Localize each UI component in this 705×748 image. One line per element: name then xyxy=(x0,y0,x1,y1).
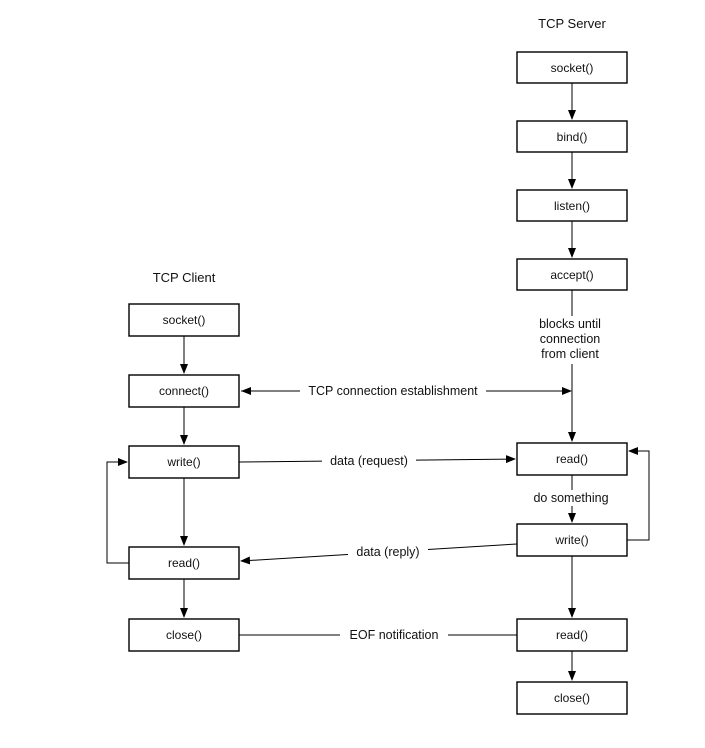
server-read-label: read() xyxy=(556,452,588,466)
server-write-box: write() xyxy=(516,523,628,557)
server-listen-label: listen() xyxy=(554,199,590,213)
client-title: TCP Client xyxy=(153,270,216,285)
client-socket-box: socket() xyxy=(128,303,240,337)
arrow-server-loop-write-to-read xyxy=(627,447,650,541)
client-read-box: read() xyxy=(128,546,240,580)
data-reply-label: data (reply) xyxy=(356,545,419,559)
arrow-client-loop-read-to-write xyxy=(106,458,129,564)
server-read-eof-box: read() xyxy=(516,618,628,652)
client-close-box: close() xyxy=(128,618,240,652)
server-write-label: write() xyxy=(554,533,588,547)
client-write-box: write() xyxy=(128,445,240,479)
client-close-label: close() xyxy=(166,628,202,642)
server-socket-box: socket() xyxy=(516,51,628,84)
server-read-eof-label: read() xyxy=(556,628,588,642)
blocks-until-line3: from client xyxy=(541,347,599,361)
do-something-label: do something xyxy=(533,491,608,505)
blocks-until-line1: blocks until xyxy=(539,317,601,331)
client-read-label: read() xyxy=(168,556,200,570)
client-write-label: write() xyxy=(166,455,200,469)
connection-arrow-right xyxy=(562,387,572,395)
blocks-until-line2: connection xyxy=(540,332,601,346)
eof-label: EOF notification xyxy=(350,628,439,642)
client-connect-box: connect() xyxy=(128,374,240,408)
server-title: TCP Server xyxy=(538,16,606,31)
connection-label: TCP connection establishment xyxy=(308,384,478,398)
connection-arrow-left xyxy=(241,387,251,395)
server-bind-label: bind() xyxy=(557,130,588,144)
client-connect-label: connect() xyxy=(159,384,209,398)
server-socket-label: socket() xyxy=(551,61,594,75)
server-accept-box: accept() xyxy=(516,258,628,291)
server-close-box: close() xyxy=(516,681,628,715)
client-socket-label: socket() xyxy=(163,313,206,327)
server-read-box: read() xyxy=(516,442,628,476)
data-request-label: data (request) xyxy=(330,454,408,468)
server-listen-box: listen() xyxy=(516,189,628,222)
server-close-label: close() xyxy=(554,691,590,705)
server-accept-label: accept() xyxy=(550,268,593,282)
server-bind-box: bind() xyxy=(516,120,628,153)
